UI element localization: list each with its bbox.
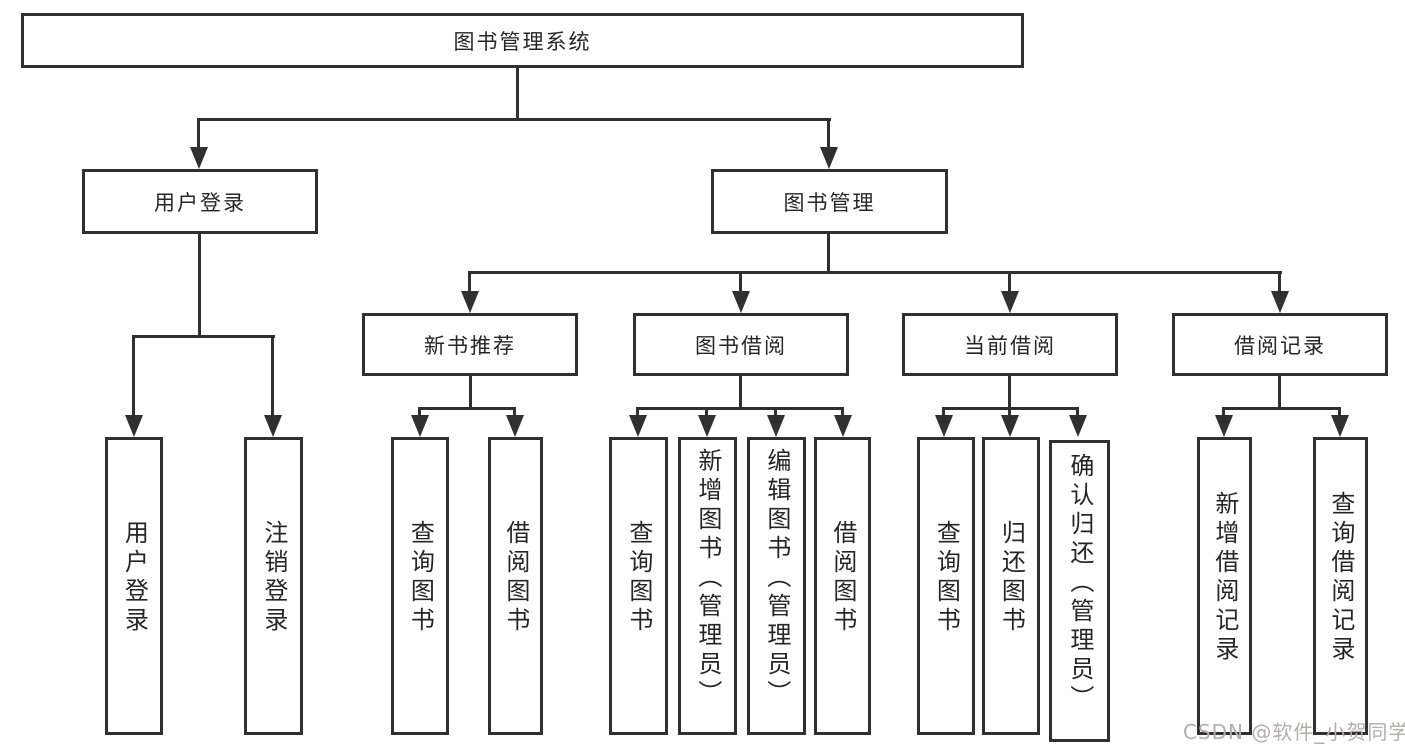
connector-current-borrow-stem — [1008, 375, 1011, 410]
connector-to-br-add — [1222, 407, 1225, 417]
connector-to-bb-borrow — [841, 407, 844, 417]
connector-to-book-borrow — [739, 271, 742, 293]
connector-user-login-stem — [198, 233, 201, 337]
arrowhead-leaf-user-login — [125, 415, 143, 437]
arrowhead-bb-borrow — [834, 415, 852, 437]
leaf-nb-query-books: 查询图书 — [391, 437, 449, 735]
leaf-bb-borrow-books-label: 借阅图书 — [828, 520, 857, 636]
connector-to-borrow-records — [1278, 271, 1281, 293]
node-book-management-label: 图书管理 — [783, 190, 876, 215]
connector-to-nb-borrow — [513, 407, 516, 417]
arrowhead-bb-add — [698, 415, 716, 437]
connector-to-user-login — [197, 118, 200, 150]
leaf-bb-add-book-admin-label: 新增图书（管理员） — [693, 447, 722, 709]
connector-to-bb-edit — [774, 407, 777, 417]
connector-to-cb-confirm — [1076, 407, 1079, 417]
connector-book-borrow-stem — [739, 375, 742, 410]
node-library-system-label: 图书管理系统 — [453, 29, 592, 54]
leaf-user-login: 用户登录 — [105, 437, 163, 735]
leaf-bb-edit-book-admin-label: 编辑图书（管理员） — [762, 447, 791, 709]
connector-to-cb-query — [942, 407, 945, 417]
connector-bus-level3 — [469, 271, 1282, 274]
arrowhead-nb-borrow — [506, 415, 524, 437]
node-current-borrow-label: 当前借阅 — [964, 333, 1056, 358]
connector-bus-current-borrow — [943, 407, 1079, 410]
arrowhead-borrow-records — [1271, 291, 1289, 313]
leaf-bb-add-book-admin: 新增图书（管理员） — [678, 437, 737, 735]
node-book-borrow: 图书借阅 — [633, 313, 849, 376]
connector-to-bb-query — [636, 407, 639, 417]
connector-to-new-book — [468, 271, 471, 293]
leaf-bb-borrow-books: 借阅图书 — [814, 437, 871, 735]
leaf-user-login-label: 用户登录 — [120, 520, 149, 636]
arrowhead-book-borrow — [732, 291, 750, 313]
arrowhead-new-book — [461, 291, 479, 313]
leaf-bb-query-books-label: 查询图书 — [624, 520, 653, 636]
connector-book-mgmt-stem — [827, 233, 830, 273]
leaf-br-add-record: 新增借阅记录 — [1197, 437, 1252, 735]
node-new-book-recommend-label: 新书推荐 — [424, 333, 516, 358]
leaf-bb-edit-book-admin: 编辑图书（管理员） — [747, 437, 806, 735]
leaf-br-add-record-label: 新增借阅记录 — [1210, 491, 1239, 665]
arrowhead-leaf-logout — [264, 415, 282, 437]
connector-borrow-records-stem — [1278, 375, 1281, 410]
connector-to-cb-return — [1008, 407, 1011, 417]
watermark-text: CSDN @软件_小贺同学 — [1183, 720, 1405, 744]
node-library-system: 图书管理系统 — [21, 13, 1024, 68]
connector-to-bb-add — [705, 407, 708, 417]
connector-new-book-stem — [469, 375, 472, 410]
node-book-borrow-label: 图书借阅 — [695, 333, 787, 358]
node-new-book-recommend: 新书推荐 — [362, 313, 578, 376]
leaf-cb-return-book: 归还图书 — [982, 437, 1040, 735]
connector-root-stem — [516, 68, 519, 120]
connector-bus-borrow-records — [1223, 407, 1341, 410]
arrowhead-cb-confirm — [1069, 415, 1087, 437]
arrowhead-br-add — [1215, 415, 1233, 437]
node-current-borrow: 当前借阅 — [902, 313, 1118, 376]
leaf-logout-label: 注销登录 — [259, 520, 288, 636]
leaf-nb-borrow-books-label: 借阅图书 — [501, 520, 530, 636]
connector-to-leaf-logout — [271, 335, 274, 417]
connector-to-current-borrow — [1008, 271, 1011, 293]
connector-bus-user-login — [133, 335, 275, 338]
leaf-nb-query-books-label: 查询图书 — [406, 520, 435, 636]
node-borrow-records: 借阅记录 — [1172, 313, 1388, 376]
leaf-cb-query-books: 查询图书 — [917, 437, 975, 735]
leaf-bb-query-books: 查询图书 — [609, 437, 668, 735]
node-user-login-label: 用户登录 — [154, 190, 246, 215]
leaf-cb-confirm-return-admin-label: 确认归还（管理员） — [1065, 452, 1094, 714]
arrowhead-bb-edit — [767, 415, 785, 437]
connector-bus-level2 — [198, 118, 831, 121]
node-book-management: 图书管理 — [711, 169, 948, 234]
arrowhead-cb-query — [935, 415, 953, 437]
node-borrow-records-label: 借阅记录 — [1234, 333, 1326, 358]
leaf-cb-confirm-return-admin: 确认归还（管理员） — [1049, 440, 1110, 742]
arrowhead-bb-query — [629, 415, 647, 437]
leaf-cb-query-books-label: 查询图书 — [932, 520, 961, 636]
leaf-cb-return-book-label: 归还图书 — [997, 520, 1026, 636]
arrowhead-user-login — [190, 147, 208, 169]
connector-to-leaf-user-login — [132, 335, 135, 417]
connector-to-book-mgmt — [827, 118, 830, 150]
connector-to-br-query — [1338, 407, 1341, 417]
node-user-login: 用户登录 — [82, 169, 318, 234]
leaf-nb-borrow-books: 借阅图书 — [488, 437, 543, 735]
leaf-br-query-record: 查询借阅记录 — [1313, 437, 1368, 735]
connector-bus-book-borrow — [637, 407, 844, 410]
connector-to-nb-query — [418, 407, 421, 417]
arrowhead-nb-query — [411, 415, 429, 437]
arrowhead-cb-return — [1001, 415, 1019, 437]
arrowhead-book-mgmt — [820, 147, 838, 169]
arrowhead-current-borrow — [1001, 291, 1019, 313]
arrowhead-br-query — [1331, 415, 1349, 437]
leaf-logout: 注销登录 — [244, 437, 303, 735]
connector-bus-new-book — [419, 407, 516, 410]
leaf-br-query-record-label: 查询借阅记录 — [1326, 491, 1355, 665]
